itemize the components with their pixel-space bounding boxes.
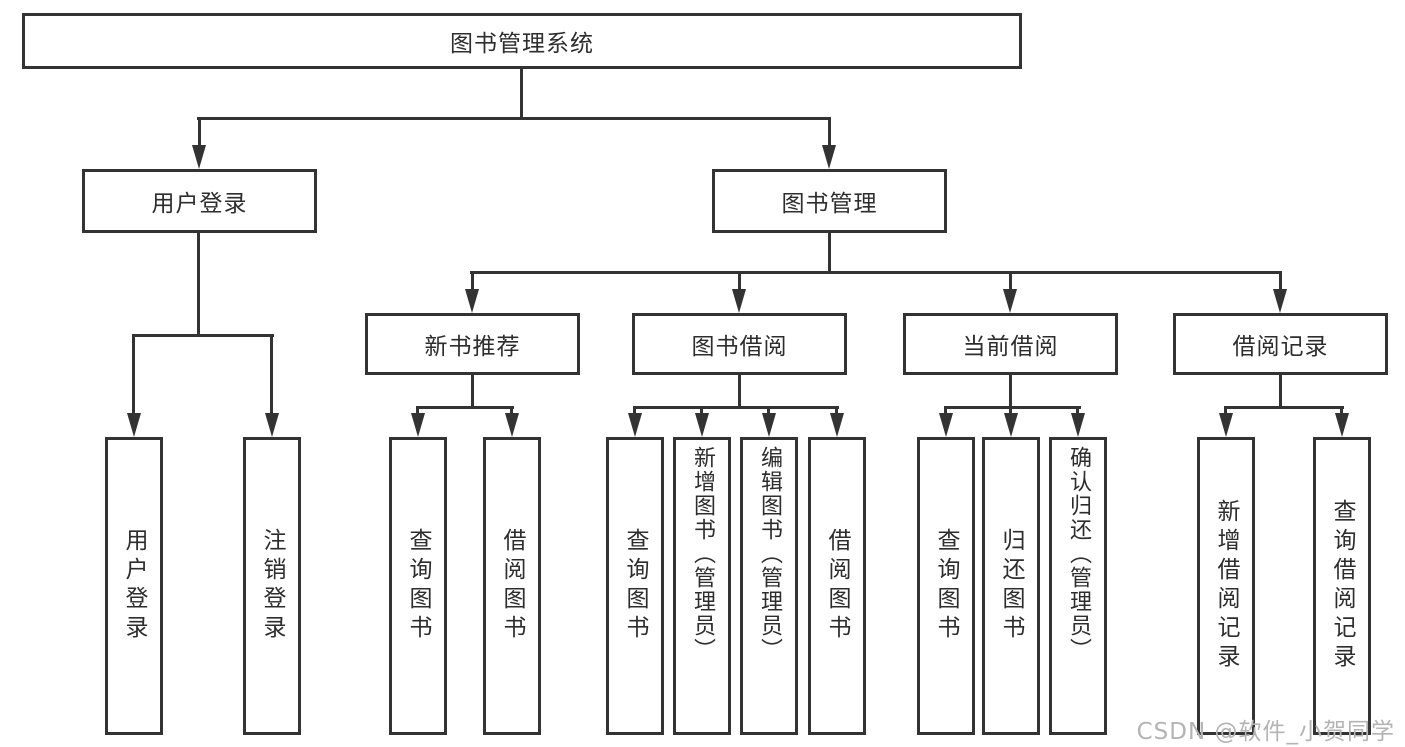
connector-drop <box>944 406 947 419</box>
connector-drop <box>633 406 636 419</box>
connector-drop <box>416 406 419 419</box>
leaf-return-books: 归还图书 <box>982 437 1040 735</box>
node-borrowing-records: 借阅记录 <box>1173 313 1388 375</box>
connector-drop <box>1279 271 1282 299</box>
connector-arrowhead <box>628 413 642 437</box>
connector-arrowhead <box>1273 289 1287 313</box>
connector-arrowhead <box>830 413 844 437</box>
node-new-book-recommendation: 新书推荐 <box>365 313 580 375</box>
connector-stem <box>471 375 474 409</box>
connector-drop <box>132 334 135 419</box>
connector-arrowhead <box>127 413 141 437</box>
connector-arrowhead <box>762 413 776 437</box>
connector-arrowhead <box>1071 413 1085 437</box>
leaf-user-login: 用户登录 <box>105 437 163 735</box>
connector-stem <box>1279 375 1282 409</box>
leaf-borrowing-search-books: 查询图书 <box>606 437 664 735</box>
leaf-search-borrow-record: 查询借阅记录 <box>1313 437 1371 735</box>
connector-arrowhead <box>939 413 953 437</box>
connector-drop <box>835 406 838 419</box>
connector-stem <box>1009 375 1012 409</box>
leaf-add-book-admin: 新增图书（管理员） <box>673 437 731 735</box>
node-user-login: 用户登录 <box>82 169 317 233</box>
connector-drop <box>270 334 273 419</box>
leaf-logout: 注销登录 <box>243 437 301 735</box>
connector-arrowhead <box>411 413 425 437</box>
connector-rail <box>633 406 839 409</box>
connector-arrowhead <box>265 413 279 437</box>
leaf-add-borrow-record: 新增借阅记录 <box>1197 437 1255 735</box>
connector-rail <box>1224 406 1344 409</box>
connector-stem <box>738 375 741 409</box>
leaf-borrowing-borrow-books: 借阅图书 <box>808 437 866 735</box>
connector-arrowhead <box>465 289 479 313</box>
connector-arrowhead <box>1003 289 1017 313</box>
connector-arrowhead <box>1219 413 1233 437</box>
connector-arrowhead <box>1335 413 1349 437</box>
connector-arrowhead <box>822 145 836 169</box>
connector-drop <box>767 406 770 419</box>
leaf-confirm-return-admin: 确认归还（管理员） <box>1049 437 1107 735</box>
node-library-system: 图书管理系统 <box>22 13 1022 69</box>
connector-arrowhead <box>695 413 709 437</box>
connector-drop <box>1076 406 1079 419</box>
connector-drop <box>1009 271 1012 299</box>
connector-stem <box>828 233 831 274</box>
connector-drop <box>198 117 201 155</box>
connector-rail <box>470 271 1282 274</box>
connector-arrowhead <box>732 289 746 313</box>
connector-drop <box>1224 406 1227 419</box>
connector-arrowhead <box>1004 413 1018 437</box>
leaf-edit-book-admin: 编辑图书（管理员） <box>740 437 798 735</box>
connector-rail <box>132 334 274 337</box>
connector-drop <box>471 271 474 299</box>
connector-rail <box>944 406 1081 409</box>
connector-rail <box>416 406 514 409</box>
connector-drop <box>828 117 831 155</box>
connector-drop <box>700 406 703 419</box>
connector-drop <box>1340 406 1343 419</box>
leaf-recommend-borrow-books: 借阅图书 <box>483 437 541 735</box>
node-book-borrowing: 图书借阅 <box>632 313 847 375</box>
connector-arrowhead <box>505 413 519 437</box>
connector-arrowhead <box>192 145 206 169</box>
connector-drop <box>510 406 513 419</box>
connector-rail <box>197 117 831 120</box>
node-book-management: 图书管理 <box>712 169 947 233</box>
node-current-borrowing: 当前借阅 <box>903 313 1118 375</box>
connector-drop <box>1009 406 1012 419</box>
leaf-current-search-books: 查询图书 <box>917 437 975 735</box>
connector-stem <box>520 69 523 120</box>
leaf-recommend-search-books: 查询图书 <box>389 437 447 735</box>
connector-stem <box>197 233 200 337</box>
connector-drop <box>738 271 741 299</box>
csdn-watermark: CSDN @软件_小贺同学 <box>1136 719 1395 745</box>
